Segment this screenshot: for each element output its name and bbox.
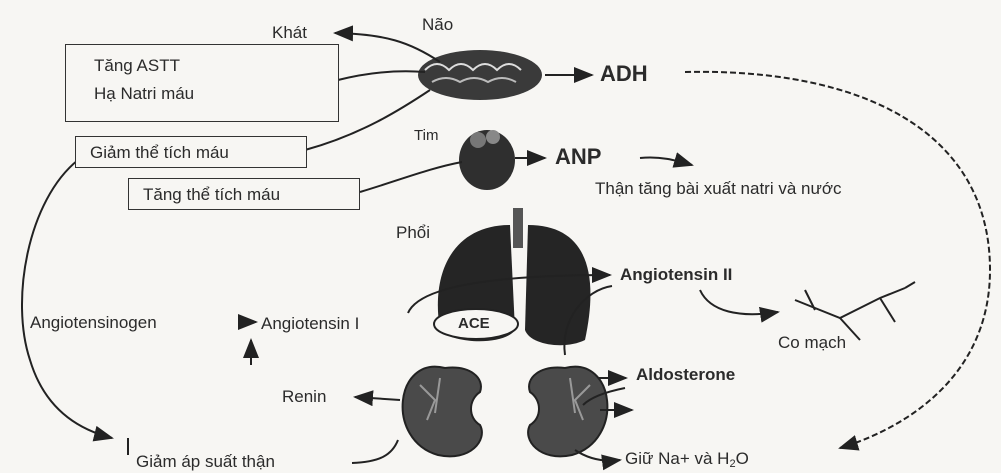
blood-vessel-illustration — [795, 282, 915, 340]
aldosterone-label: Aldosterone — [636, 366, 735, 383]
angiotensin-ii-label: Angiotensin II — [620, 266, 732, 283]
arrow-stimulus-to-brain — [338, 71, 425, 80]
stimulus-box: Tăng ASTT Hạ Natri máu — [65, 44, 339, 122]
retention-suffix: O — [736, 449, 749, 468]
angiotensin-i-label: Angiotensin I — [261, 315, 359, 332]
increase-volume-text: Tăng thể tích máu — [143, 186, 280, 203]
decrease-volume-box: Giảm thể tích máu — [75, 136, 307, 168]
arrow-renal-pressure-to-kidney — [352, 440, 398, 463]
arrow-volume-to-renal-pressure — [22, 160, 112, 438]
vasoconstriction-label: Co mạch — [778, 334, 846, 351]
retention-prefix: Giữ Na+ và H — [625, 449, 729, 468]
arrow-increase-volume-to-heart — [360, 162, 462, 192]
arrow-adh-loop — [685, 72, 990, 448]
angiotensinogen-label: Angiotensinogen — [30, 314, 157, 331]
heart-label: Tim — [414, 128, 438, 143]
arrow-brain-to-thirst — [335, 33, 440, 62]
lung-label: Phổi — [396, 224, 430, 241]
heart-illustration — [459, 130, 515, 190]
anp-label: ANP — [555, 146, 601, 168]
right-kidney-illustration — [528, 367, 607, 457]
brain-label: Não — [422, 16, 453, 33]
kidney-excretion-label: Thận tăng bài xuất natri và nước — [595, 180, 842, 197]
increase-volume-box: Tăng thể tích máu — [128, 178, 360, 210]
stimulus-line-1: Tăng ASTT — [94, 57, 180, 74]
arrow-anp-to-kidney — [640, 157, 692, 165]
decrease-volume-text: Giảm thể tích máu — [90, 144, 229, 161]
stimulus-line-2: Hạ Natri máu — [94, 85, 194, 102]
left-kidney-illustration — [403, 367, 482, 457]
brain-illustration — [418, 50, 542, 100]
renin-label: Renin — [282, 388, 326, 405]
renal-pressure-label: Giảm áp suất thận — [136, 453, 275, 470]
arrow-kidney-to-renin — [355, 397, 400, 400]
adh-label: ADH — [600, 63, 648, 85]
arrow-angiotensin-ii-to-vessel — [700, 290, 778, 314]
thirst-label: Khát — [272, 24, 307, 41]
ace-label: ACE — [458, 316, 490, 331]
retention-label: Giữ Na+ và H2O — [625, 450, 749, 470]
